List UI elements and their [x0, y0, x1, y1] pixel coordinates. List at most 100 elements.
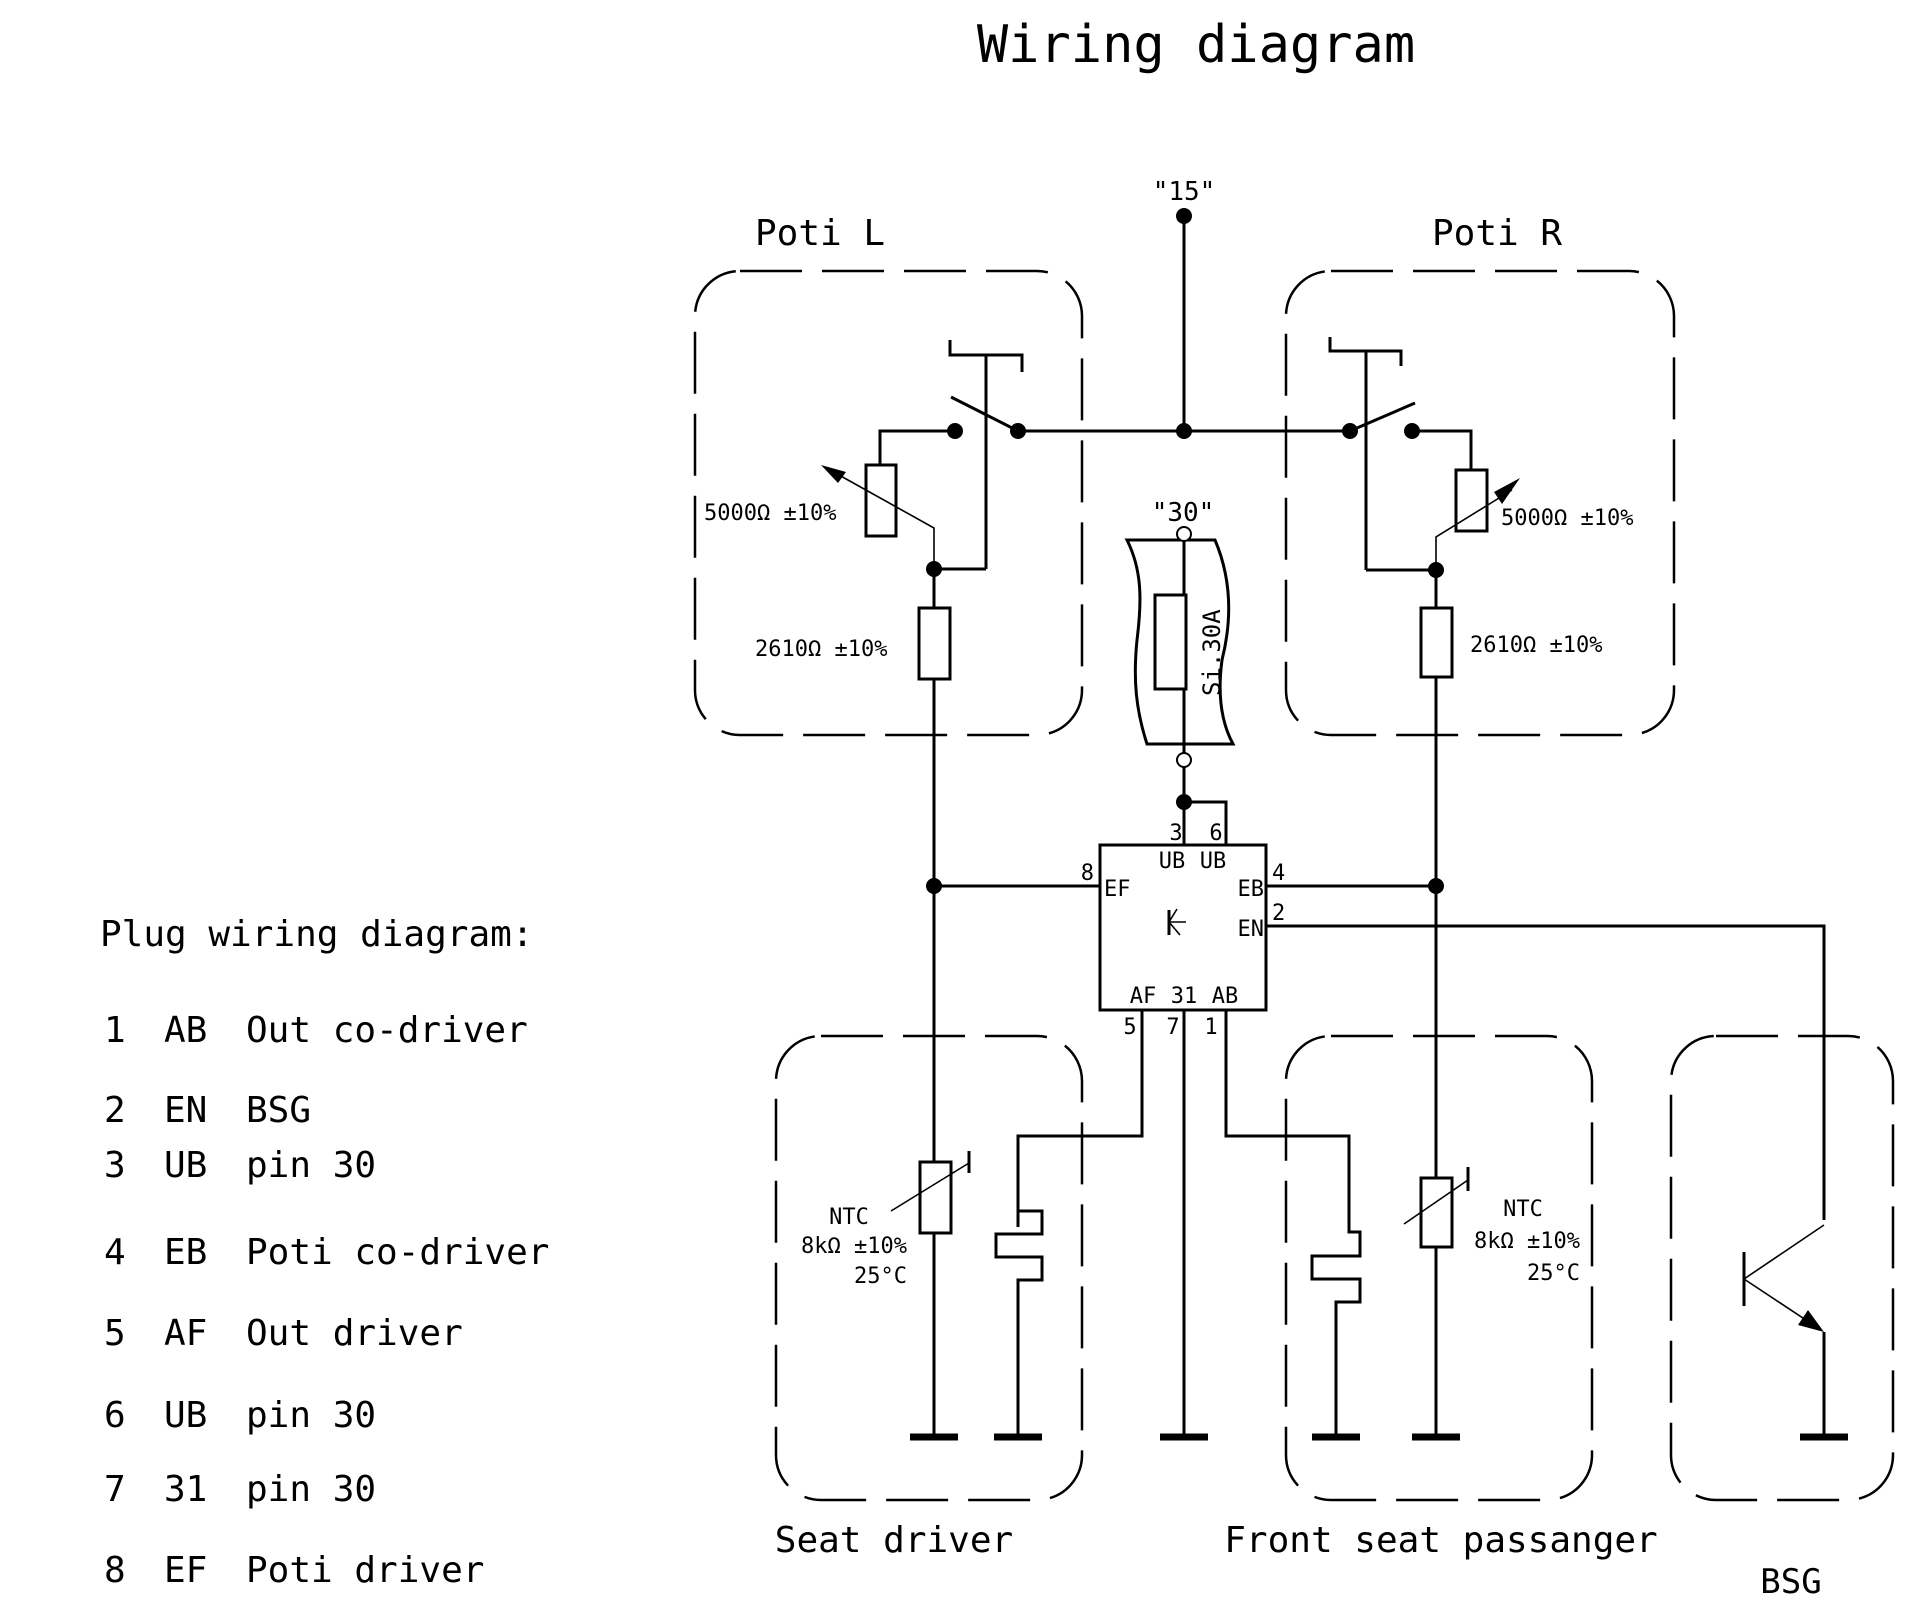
bsg-boundary — [1669, 1034, 1895, 1502]
bsg-group: BSG — [1669, 1034, 1895, 1602]
res-left-value: 2610Ω ±10% — [755, 637, 887, 662]
plug-pin-number: 3 — [104, 1145, 126, 1186]
control-module: 3 6 UB UB 8 EF EB 4 EN 2 AF 31 AB 5 7 1 — [1081, 821, 1286, 1040]
plug-legend: Plug wiring diagram: 1 AB Out co-driver 2 EN… — [100, 914, 549, 1591]
plug-pin-description: pin 30 — [246, 1145, 376, 1186]
diagram-title: Wiring diagram — [977, 15, 1415, 75]
pin-2-num: 2 — [1272, 901, 1285, 926]
ntc-driver-value: 8kΩ ±10% — [801, 1234, 907, 1259]
switch-blade-left — [950, 395, 1019, 433]
plug-pin-code: UB — [164, 1145, 207, 1186]
fuse-element — [1153, 593, 1188, 691]
plug-pin-number: 6 — [104, 1395, 126, 1436]
plug-row: 5 AF Out driver — [104, 1313, 463, 1354]
plug-pin-number: 5 — [104, 1313, 126, 1354]
pot-wiper-right — [1435, 489, 1513, 570]
potentiometer-left — [864, 463, 898, 538]
poti-right-group: Poti R 5000Ω ±10% 2610Ω ±10% — [1284, 213, 1676, 737]
pin-3-name: UB — [1159, 849, 1186, 874]
bsg-collector — [1743, 1224, 1825, 1280]
seat-passenger-boundary — [1284, 1034, 1594, 1502]
switch-contact-left-b — [1010, 423, 1026, 439]
ntc-passenger-temp: 25°C — [1527, 1261, 1580, 1286]
wire-pot-right-top — [1412, 429, 1473, 470]
pot-right-value: 5000Ω ±10% — [1501, 506, 1633, 531]
poti-right-boundary — [1284, 269, 1676, 737]
plug-pin-code: EF — [164, 1550, 207, 1591]
pin-5-name: AF — [1130, 984, 1157, 1009]
plug-pin-description: pin 30 — [246, 1395, 376, 1436]
pin-8-num: 8 — [1081, 861, 1094, 886]
wire-ub-6 — [1184, 800, 1228, 845]
heater-driver — [994, 1209, 1044, 1437]
poti-left-boundary — [693, 269, 1084, 737]
plug-pin-description: Out co-driver — [246, 1010, 528, 1051]
wire-en — [1266, 924, 1826, 1220]
switch-contact-right-a — [1342, 423, 1358, 439]
ntc-driver-type: NTC — [829, 1205, 869, 1230]
plug-pin-description: Poti co-driver — [246, 1232, 549, 1273]
seat-passenger-group: NTC 8kΩ ±10% 25°C Front seat passanger — [1224, 1034, 1658, 1561]
ntc-passenger-slash — [1403, 1179, 1469, 1225]
plug-pin-code: EN — [164, 1090, 207, 1131]
bsg-emitter-arrow-icon — [1798, 1310, 1824, 1332]
res-right-value: 2610Ω ±10% — [1470, 633, 1602, 658]
switch-blade-right — [1349, 401, 1416, 433]
plug-pin-number: 8 — [104, 1550, 126, 1591]
bus-junction — [1176, 423, 1192, 439]
ntc-passenger-value: 8kΩ ±10% — [1474, 1229, 1580, 1254]
fuse-holder — [1124, 538, 1236, 746]
pin-7-num: 7 — [1166, 1015, 1179, 1040]
resistor-left — [917, 606, 952, 681]
terminal-30-node — [1176, 526, 1192, 542]
pot-arrow-left-icon — [821, 465, 846, 483]
plug-pin-number: 7 — [104, 1469, 126, 1510]
plug-pin-number: 4 — [104, 1232, 126, 1273]
wire-af — [1016, 1010, 1144, 1227]
seat-driver-label: Seat driver — [775, 1520, 1013, 1561]
pin-1-name: AB — [1212, 984, 1239, 1009]
plug-pin-description: BSG — [246, 1090, 311, 1131]
ntc-passenger-type: NTC — [1503, 1197, 1543, 1222]
transistor-icon — [1167, 908, 1186, 936]
potentiometer-right — [1454, 468, 1489, 533]
pot-wiper-left — [829, 469, 935, 569]
plug-pin-code: AF — [164, 1313, 207, 1354]
pin-6-name: UB — [1200, 849, 1227, 874]
ntc-driver-temp: 25°C — [854, 1264, 907, 1289]
ntc-driver — [918, 1160, 953, 1235]
wire-ab — [1224, 1010, 1351, 1227]
plug-pin-code: EB — [164, 1232, 207, 1273]
pin-2-name: EN — [1238, 917, 1265, 942]
resistor-right — [1419, 606, 1454, 679]
plug-pin-number: 1 — [104, 1010, 126, 1051]
ntc-passenger — [1419, 1176, 1454, 1249]
poti-right-label: Poti R — [1432, 213, 1562, 254]
plug-row: 1 AB Out co-driver — [104, 1010, 528, 1051]
fuse-label: Si.30A — [1198, 609, 1226, 696]
pin-1-num: 1 — [1204, 1015, 1217, 1040]
plug-row: 8 EF Poti driver — [104, 1550, 484, 1591]
plug-row: 2 EN BSG — [104, 1090, 311, 1131]
seat-passenger-label: Front seat passanger — [1224, 1520, 1657, 1561]
poti-left-label: Poti L — [755, 213, 885, 254]
pin-6-num: 6 — [1209, 821, 1222, 846]
plug-pin-code: UB — [164, 1395, 207, 1436]
plug-pin-description: Out driver — [246, 1313, 463, 1354]
bsg-label: BSG — [1760, 1562, 1821, 1602]
plug-pin-code: AB — [164, 1010, 207, 1051]
heater-passenger — [1310, 1227, 1362, 1437]
terminal-30-label: "30" — [1152, 498, 1215, 528]
plug-pin-number: 2 — [104, 1090, 126, 1131]
plug-pin-description: Poti driver — [246, 1550, 484, 1591]
pin-5-num: 5 — [1123, 1015, 1136, 1040]
pot-arrow-right-icon — [1494, 478, 1520, 504]
poti-left-group: Poti L 5000Ω ±10% 2610Ω ±10% — [693, 213, 1084, 737]
plug-heading: Plug wiring diagram: — [100, 914, 533, 955]
terminal-15-label: "15" — [1153, 177, 1216, 207]
pin-4-name: EB — [1238, 877, 1265, 902]
pin-7-name: 31 — [1171, 984, 1198, 1009]
plug-row: 4 EB Poti co-driver — [104, 1232, 549, 1273]
fuse-out-node — [1176, 752, 1192, 768]
